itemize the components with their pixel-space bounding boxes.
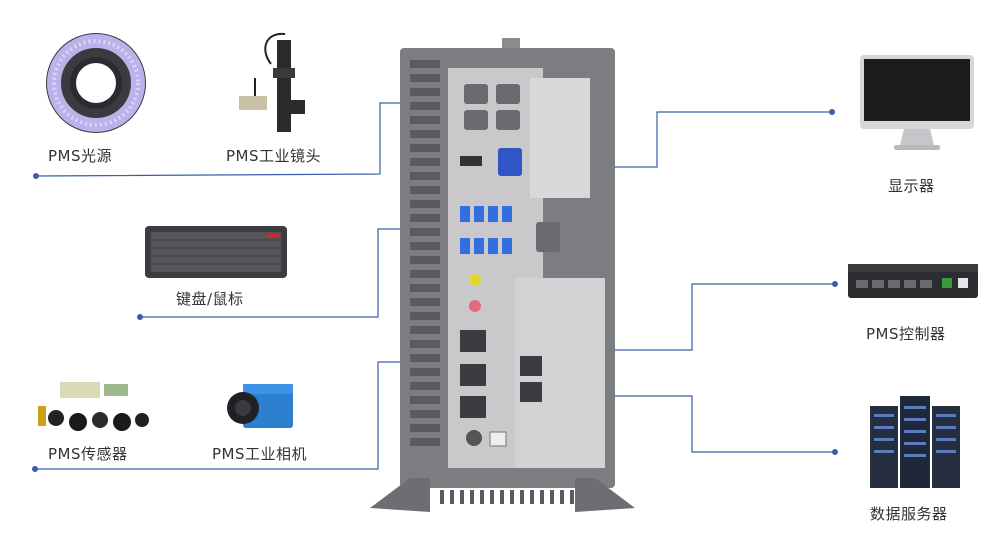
line-controller xyxy=(540,283,835,351)
line-server xyxy=(552,395,835,453)
dot-keyboard xyxy=(137,314,143,320)
sensor-image xyxy=(38,382,149,431)
industrial-camera-image xyxy=(227,384,293,428)
industrial-pc-image xyxy=(370,38,635,512)
monitor-image xyxy=(860,55,974,150)
dot-sensor xyxy=(32,466,38,472)
controller-image xyxy=(848,264,978,298)
dot-server xyxy=(832,449,838,455)
ring-light-image xyxy=(46,33,146,133)
label-industrial-camera: PMS工业相机 xyxy=(212,445,308,463)
dot-controller xyxy=(832,281,838,287)
label-controller: PMS控制器 xyxy=(866,325,946,343)
label-data-server: 数据服务器 xyxy=(870,505,948,523)
label-industrial-lens: PMS工业镜头 xyxy=(226,147,322,165)
label-keyboard-mouse: 键盘/鼠标 xyxy=(176,290,244,308)
dot-light xyxy=(33,173,39,179)
server-image xyxy=(870,396,960,488)
label-sensor: PMS传感器 xyxy=(48,445,128,463)
dot-display xyxy=(829,109,835,115)
label-display: 显示器 xyxy=(888,177,935,195)
industrial-lens-image xyxy=(239,32,305,132)
label-light-source: PMS光源 xyxy=(48,147,113,165)
keyboard-image xyxy=(145,226,287,278)
